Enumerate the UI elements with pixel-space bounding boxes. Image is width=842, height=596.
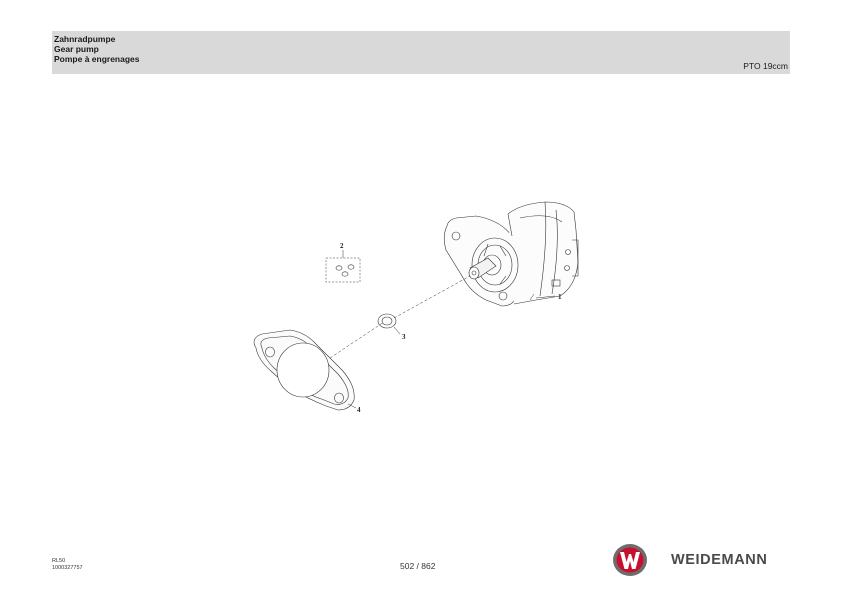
title-french: Pompe à engrenages <box>54 54 140 64</box>
title-german: Zahnradpumpe <box>54 34 116 44</box>
part-2-o-ring-set <box>325 250 361 283</box>
footer-model-info: RL50 1000327757 <box>52 558 83 571</box>
brand-wordmark: WEIDEMANN <box>671 552 768 568</box>
callout-2: 2 <box>340 242 344 250</box>
page-number: 502 / 862 <box>400 561 436 571</box>
title-block: Zahnradpumpe Gear pump Pompe à engrenage… <box>54 34 140 64</box>
weidemann-logo-icon <box>613 544 647 576</box>
part-3-ring <box>377 313 401 335</box>
callout-1: 1 <box>558 293 562 301</box>
title-english: Gear pump <box>54 44 99 54</box>
part-1-gear-pump <box>443 201 579 307</box>
model-code: RL50 <box>52 558 66 564</box>
part-4-gasket <box>253 329 357 411</box>
document-number: 1000327757 <box>52 564 83 571</box>
callout-3: 3 <box>402 333 406 341</box>
variant-label: PTO 19ccm <box>743 61 788 71</box>
header-bar: Zahnradpumpe Gear pump Pompe à engrenage… <box>52 31 790 74</box>
callout-4: 4 <box>357 406 361 414</box>
